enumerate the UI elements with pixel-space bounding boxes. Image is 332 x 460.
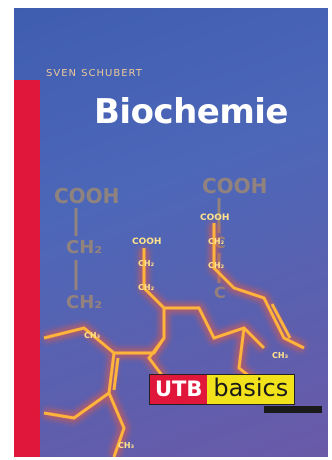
ch3-label-2: CH₃ bbox=[272, 351, 289, 360]
logo-basics-text: basics bbox=[207, 375, 295, 404]
ch2-label-1: CH₂ bbox=[138, 259, 155, 268]
bond-lines bbox=[43, 223, 305, 457]
cooh-label-1: COOH bbox=[132, 237, 161, 247]
red-side-strip bbox=[14, 80, 40, 457]
ch2-label-3: CH₂ bbox=[138, 283, 155, 292]
cooh-label-bg-2: COOH bbox=[202, 174, 267, 198]
book-title: Biochemie bbox=[94, 92, 289, 132]
utb-basics-logo: UTB basics bbox=[150, 375, 295, 404]
logo-utb-text: UTB bbox=[150, 375, 208, 404]
ch2-label-2: CH₂ bbox=[208, 237, 225, 246]
cooh-label-bg-1: COOH bbox=[54, 184, 119, 208]
ch2-label-bg-2: CH₂ bbox=[66, 292, 102, 313]
ch3-label-3: CH₃ bbox=[118, 441, 135, 450]
ch3-label-1: CH₃ bbox=[84, 331, 101, 340]
author-name: SVEN SCHUBERT bbox=[46, 68, 143, 79]
logo-publisher-bar bbox=[264, 406, 322, 413]
background-formula: COOH COOH CH₂ CH₂ C C bbox=[54, 174, 267, 313]
c-label-bg-2: C bbox=[214, 283, 226, 302]
ch2-label-bg-1: CH₂ bbox=[66, 237, 102, 258]
molecule-illustration: COOH COOH CH₂ CH₂ C C bbox=[42, 174, 307, 457]
c-label-bg-1: C bbox=[214, 233, 226, 252]
bond-glow bbox=[42, 223, 307, 457]
cooh-label-2: COOH bbox=[200, 213, 229, 223]
ch2-label-4: CH₂ bbox=[208, 261, 225, 270]
book-cover: COOH COOH CH₂ CH₂ C C bbox=[14, 8, 328, 457]
